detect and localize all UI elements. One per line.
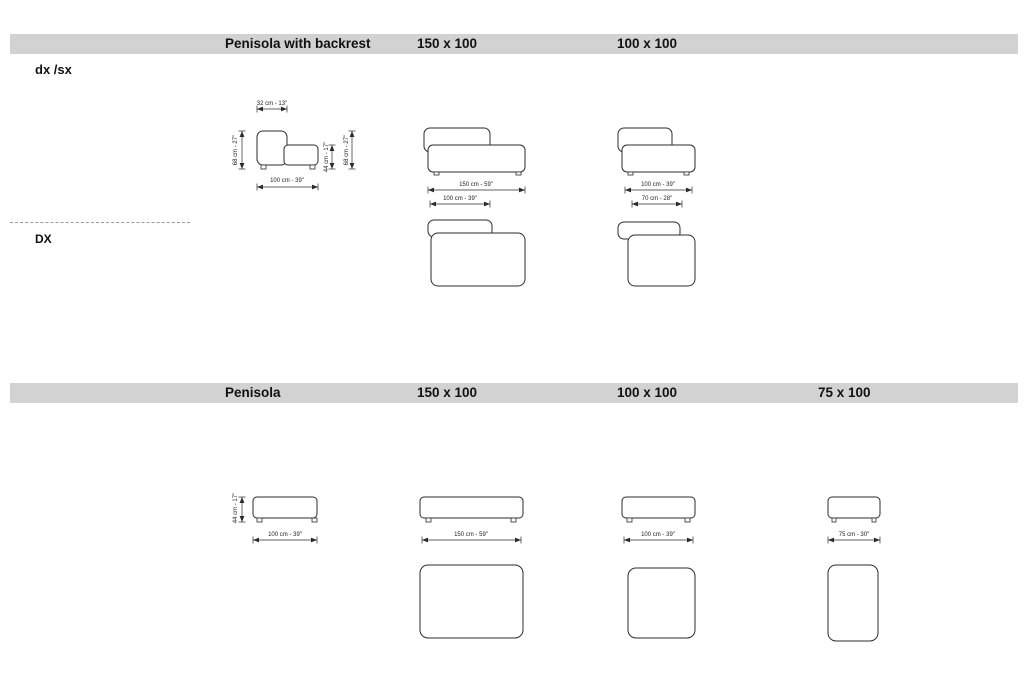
dim-width-label: 150 cm - 59" [459, 182, 493, 188]
foot-shape [510, 517, 517, 523]
column-header-75x100: 75 x 100 [818, 385, 871, 400]
seat-shape [427, 144, 526, 173]
foot-shape [433, 171, 440, 176]
bench-top-shape [419, 564, 524, 639]
foot-shape [515, 171, 522, 176]
bench-top-shape [827, 564, 879, 642]
foot-shape [683, 171, 690, 176]
header-bar-penisola: Penisola 150 x 100 100 x 100 75 x 100 [10, 383, 1018, 403]
dim-depth-label: 100 cm - 39" [270, 178, 304, 184]
section-title-penisola: Penisola [225, 385, 281, 400]
dim-backrest-width-label: 100 cm - 39" [443, 196, 477, 202]
top-view-bench-150-drawing [419, 564, 524, 639]
bench-shape [252, 496, 318, 519]
bench-shape [827, 496, 881, 519]
dim-height-label: 44 cm - 17" [233, 493, 239, 523]
column-header-100x100: 100 x 100 [617, 36, 678, 51]
top-view-backrest-100-drawing [617, 221, 696, 287]
front-view-bench-100-drawing: 100 cm - 39" [621, 496, 696, 544]
side-view-bench-drawing: 44 cm - 17" 100 cm - 39" [233, 493, 318, 544]
front-view-bench-75-drawing: 75 cm - 30" [827, 496, 881, 544]
dim-total-height-right-label: 68 cm - 27" [344, 135, 350, 165]
dim-width-label: 150 cm - 59" [454, 532, 488, 538]
bench-shape [419, 496, 524, 519]
dim-backrest-depth-label: 32 cm - 13" [257, 101, 287, 107]
foot-shape [627, 171, 634, 176]
dim-width-label: 100 cm - 39" [641, 182, 675, 188]
dashed-divider [10, 222, 190, 223]
column-header-100x100: 100 x 100 [617, 385, 678, 400]
foot-shape [256, 517, 263, 523]
top-view-backrest-150-drawing [427, 219, 526, 287]
seat-top-shape [627, 234, 696, 287]
orientation-label-dx-sx: dx /sx [35, 62, 72, 77]
bench-top-shape [627, 567, 696, 639]
seat-top-shape [430, 232, 526, 287]
seat-shape [621, 144, 696, 173]
foot-shape [831, 517, 837, 523]
dim-width-label: 100 cm - 39" [641, 532, 675, 538]
front-view-bench-150-drawing: 150 cm - 59" [419, 496, 524, 544]
top-view-bench-75-drawing [827, 564, 879, 642]
foot-shape [684, 517, 691, 523]
foot-shape [425, 517, 432, 523]
section-title-backrest: Penisola with backrest [225, 36, 371, 51]
dim-seat-height-label: 44 cm - 17" [324, 142, 330, 172]
backrest-shape [256, 130, 288, 166]
dim-total-height-left-label: 68 cm - 27" [233, 135, 239, 165]
seat-shape [283, 144, 319, 166]
foot-shape [260, 164, 267, 170]
foot-shape [309, 164, 316, 170]
front-view-backrest-150-drawing: 150 cm - 59" 100 cm - 39" [423, 127, 526, 208]
foot-shape [871, 517, 877, 523]
foot-shape [626, 517, 633, 523]
top-view-bench-100-drawing [627, 567, 696, 639]
side-view-backrest-drawing: 32 cm - 13" 68 cm - 27" 44 cm - 17" 68 c… [233, 101, 356, 191]
orientation-label-dx: DX [35, 232, 52, 246]
dim-depth-label: 100 cm - 39" [268, 532, 302, 538]
column-header-150x100: 150 x 100 [417, 385, 478, 400]
front-view-backrest-100-drawing: 100 cm - 39" 70 cm - 28" [617, 127, 696, 208]
column-header-150x100: 150 x 100 [417, 36, 478, 51]
dim-width-label: 75 cm - 30" [839, 532, 869, 538]
header-bar-backrest: Penisola with backrest 150 x 100 100 x 1… [10, 34, 1018, 54]
bench-shape [621, 496, 696, 519]
dim-backrest-width-label: 70 cm - 28" [642, 196, 672, 202]
foot-shape [311, 517, 318, 523]
